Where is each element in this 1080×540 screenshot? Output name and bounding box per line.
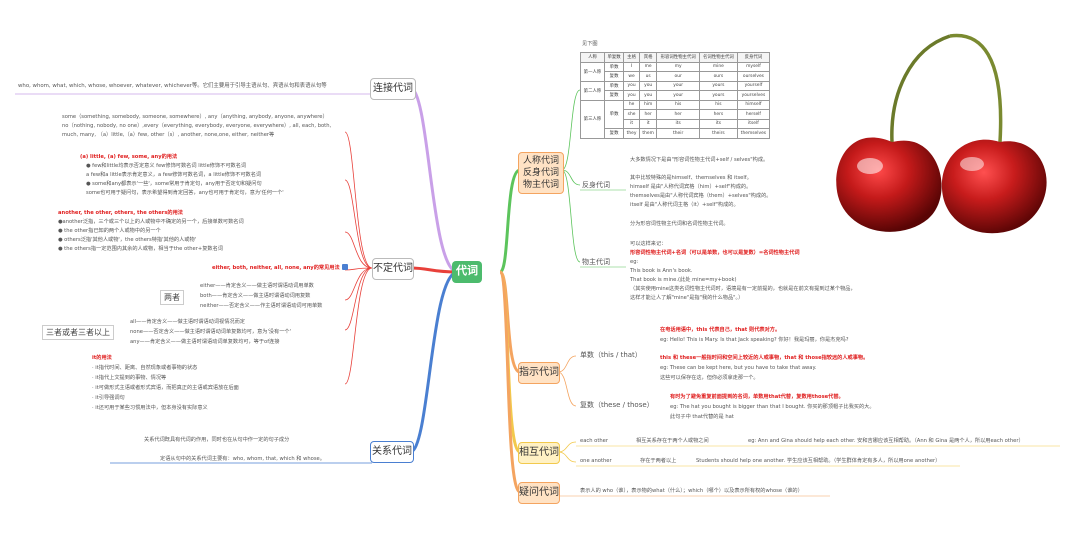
- it-line-4: · it引导强调句: [92, 395, 125, 401]
- few-title: (a) little, (a) few, some, any的用法: [80, 154, 178, 160]
- liangzhe-line-1: either——肯定含义——做主语时谓语动词用单数: [200, 283, 314, 289]
- fanshen-label: 反身代词: [582, 181, 610, 189]
- zhishi-plural-label: 复数（these / those）: [580, 401, 654, 409]
- buding-intro-3: much, many, （a）little,（a）few, other（s）, …: [62, 132, 275, 138]
- few-line-2: a few和a little表示肯定意义，a few修饰可数名词，a littl…: [86, 172, 262, 178]
- another-title: another, the other, others, the others的用…: [58, 210, 183, 216]
- one-label: one another: [580, 458, 612, 464]
- center-node[interactable]: 代词: [452, 261, 482, 283]
- branch-xianghu[interactable]: 相互代词: [518, 442, 560, 464]
- fanshen-line-3: 其中比较特殊的是himself、themselves 和 itself。: [630, 175, 752, 181]
- zhishi-single-eg2a: eg: These can be kept here, but you have…: [660, 365, 817, 371]
- zhishi-plural-red: 有时为了避免重复前面提到的名词，单数用that代替，复数用those代替。: [670, 394, 844, 400]
- wuzhu-line-5: That book is mine.(此处 mine=my+book): [630, 277, 737, 283]
- few-line-4: some也可用于疑问句，表示希望得到肯定回答，any也可用于肯定句，意为'任何一…: [86, 190, 284, 196]
- wuzhu-line-7: 这样才能让人了解"mine"是指"我的什么物品"。）: [630, 295, 744, 301]
- wuzhu-line-3: eg:: [630, 259, 639, 265]
- zhishi-single-eg1: eg: Hello! This is Mary. Is that Jack sp…: [660, 337, 849, 343]
- wuzhu-line-2: 形容词性物主代词+名词（可以是单数，也可以是复数）=名词性物主代词: [630, 250, 800, 256]
- each-eg: eg: Ann and Gina should help each other.…: [748, 438, 1024, 444]
- branch-renchen[interactable]: 人称代词 反身代词 物主代词: [518, 152, 564, 194]
- it-line-1: · it指代时间、距离、自然现象或者事物的状态: [92, 365, 198, 371]
- table-header: 名词性物主代词: [698, 52, 738, 63]
- another-line-3: ● others泛指'其他人或物'，the others特指'其他的人或物': [58, 237, 197, 243]
- one-eg: Students should help one another. 学生应该互相…: [696, 458, 941, 464]
- sanzhe-line-2: none——否定含义——做主语时谓语动词单复数均可，意为'没有一个': [130, 329, 292, 335]
- lianjie-text: who, whom, what, which, whose, whoever, …: [18, 83, 327, 89]
- wuzhu-line-1: 可以这样来记：: [630, 241, 667, 247]
- it-title: it的用法: [92, 355, 112, 361]
- checkbox-icon: [342, 264, 348, 270]
- sanzhe-line-3: any——肯定含义——做主语时谓语动词单复数均可，等于of连接: [130, 339, 280, 345]
- fanshen-line-1: 大多数情况下是由"形容词性物主代词+self / selves"构成。: [630, 157, 769, 163]
- sanzhe-line-1: all——肯定含义——做主语时谓语动词视情况而定: [130, 319, 245, 325]
- zhishi-single-red2: this 和 these一般指时间和空间上较近的人或事物，that 和 thos…: [660, 355, 869, 361]
- table-header: 形容词性物主代词: [656, 52, 700, 63]
- fanshen-line-5: themselves是由"人称代词宾格（them）+selves"构成的。: [630, 193, 772, 199]
- either-title: either, both, neither, all, none, any的常见…: [212, 265, 340, 271]
- zhishi-single-red1: 在电话用语中，this 代表自己，that 则代表对方。: [660, 327, 781, 333]
- cherry-illustration: [836, 33, 1047, 234]
- it-line-3: · it可做形式主语或者形式宾语，而把真正的主语或宾语放在后面: [92, 385, 239, 391]
- table-header: 人称: [580, 52, 605, 63]
- another-line-4: ● the others指一定范围内其余的人或物，相当于the other+复数…: [58, 246, 223, 252]
- table-header: 主格: [623, 52, 640, 63]
- guanxi-line-1: 关系代词既具有代词的作用，同时也在从句中作一定的句子成分: [144, 437, 290, 443]
- another-line-1: ●another泛指，三个或三个以上的人或物中不确定的另一个，后接单数可数名词: [58, 219, 244, 225]
- pronoun-table: 人称 单复数 主格 宾格 形容词性物主代词 名词性物主代词 反身代词 第一人称单…: [580, 52, 771, 139]
- zhishi-plural-eg1: eg: The hat you bought is bigger than th…: [670, 404, 875, 410]
- branch-zhishi[interactable]: 指示代词: [518, 362, 560, 384]
- sanzhe-label: 三者或者三者以上: [42, 325, 114, 340]
- table-header: 反身代词: [736, 52, 771, 63]
- wuzhu-label: 物主代词: [582, 258, 610, 266]
- wuzhu-line-4: This book is Ann's book.: [630, 268, 693, 274]
- zhishi-single-eg2b: 这些可以保存在这，但你必须拿走那一个。: [660, 375, 759, 381]
- buding-intro-1: some（something, somebody, someone, somew…: [62, 114, 328, 120]
- branch-guanxi[interactable]: 关系代词: [370, 441, 414, 463]
- fanshen-line-4: himself 是由"人称代词宾格（him）+self"构成的。: [630, 184, 752, 190]
- zhishi-single-label: 单数（this / that）: [580, 351, 642, 359]
- buding-intro-2: no（nothing, nobody, no one）,every（everyt…: [62, 123, 332, 129]
- guanxi-line-2: 定语从句中的关系代词主要有：who, whom, that, which 和 w…: [160, 456, 325, 462]
- fanshen-note: 分为形容词性物主代词和名词性物主代词。: [630, 221, 729, 227]
- it-line-2: · it指代上文提到的事物、情况等: [92, 375, 167, 381]
- liangzhe-label: 两者: [160, 290, 184, 305]
- another-line-2: ● the other指已知的两个人或物中的另一个: [58, 228, 161, 234]
- one-desc: 存在于两者以上: [640, 458, 677, 464]
- it-line-5: · it还可用于某些习惯用法中，但本身没有实际意义: [92, 405, 208, 411]
- fanshen-line-6: itself 是由"人称代词主格（it）+self"构成的。: [630, 202, 739, 208]
- table-title: 见下图: [582, 41, 598, 47]
- liangzhe-line-2: both——肯定含义——做主语时谓语动词用复数: [200, 293, 311, 299]
- few-line-1: ● few和little均表示否定意义 few修饰可数名词 little修饰不可…: [86, 163, 247, 169]
- table-header: 宾格: [638, 52, 658, 63]
- liangzhe-line-3: neither——否定含义——作主语时谓语动词可用单数: [200, 303, 323, 309]
- few-line-3: ● some和any都表示'一些'，some常用于肯定句，any用于否定句和疑问…: [86, 181, 262, 187]
- branch-lianjie[interactable]: 连接代词: [370, 78, 416, 100]
- branch-buding[interactable]: 不定代词: [372, 258, 414, 280]
- branch-yiwen[interactable]: 疑问代词: [518, 482, 560, 504]
- table-header: 单复数: [603, 52, 625, 63]
- each-label: each other: [580, 438, 608, 444]
- wuzhu-line-6: （其实使用mine这类名词性物主代词时，语境是有一定前提的，也就是在前文有提到过…: [630, 286, 856, 292]
- zhishi-plural-eg2: 此句子中 that代替的是 hat: [670, 414, 734, 420]
- yiwen-text: 表示人的 who（谁），表示物的what（什么）；which（哪个）以及表示所有…: [580, 488, 803, 494]
- each-desc: 相互关系存在于两个人或物之间: [636, 438, 709, 444]
